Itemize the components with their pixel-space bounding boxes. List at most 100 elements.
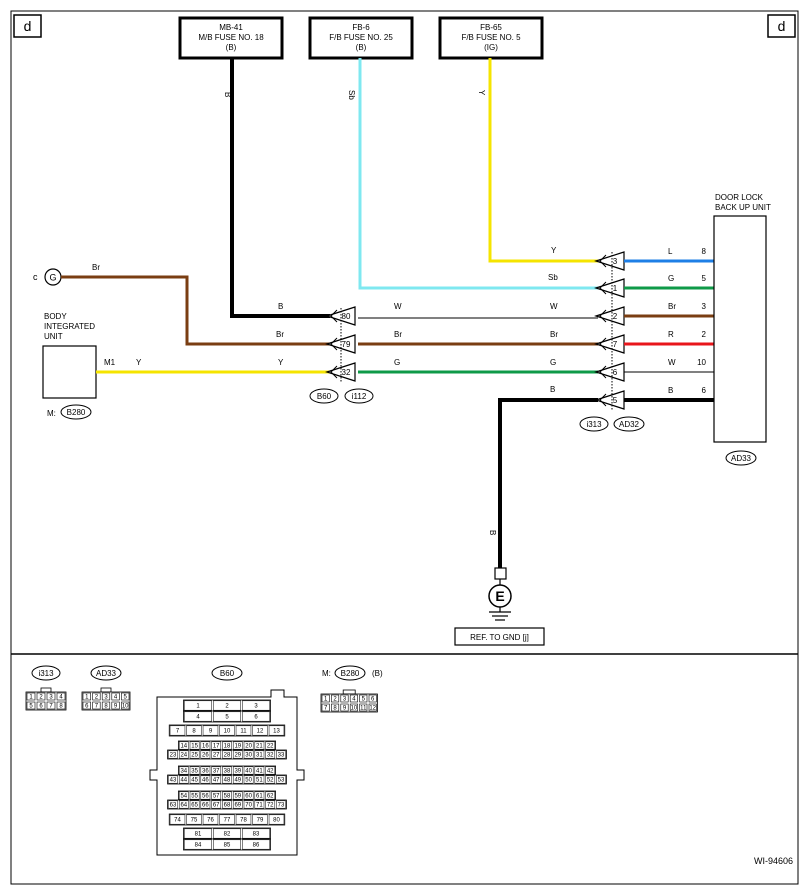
legend-b60-pin: 6 [254, 715, 258, 721]
legend-b60-pin: 18 [224, 744, 231, 750]
legend-b60-pin: 83 [253, 832, 260, 838]
wire-label-fuse1: B [223, 92, 232, 97]
g-symbol-label: G [49, 273, 56, 283]
legend-b60-pin: 77 [224, 818, 231, 824]
connector-i313-pin-6-pin-label: 6 [613, 368, 618, 377]
ground-ref-label: REF. TO GND [j] [470, 633, 529, 642]
legend-connector-b280-pin: 3 [343, 697, 347, 703]
legend-b60-pin: 81 [195, 832, 202, 838]
legend-b60-pin: 57 [213, 794, 220, 800]
wire-door-color-label: Br [668, 302, 676, 311]
wire-label-g-mid1: G [394, 358, 400, 367]
legend-connector-i313-pin: 4 [59, 695, 63, 701]
legend-b60-pin: 48 [224, 778, 231, 784]
legend-b60-pin: 37 [213, 769, 220, 775]
legend-b60-pin: 23 [170, 753, 177, 759]
legend-b60-pin: 31 [256, 753, 263, 759]
legend-b60-pin: 10 [224, 729, 231, 735]
legend-b60-pin: 28 [224, 753, 231, 759]
legend-b60-pin: 39 [234, 769, 241, 775]
wire-label-y-left: Y [136, 358, 142, 367]
legend-b60-pin: 14 [180, 744, 187, 750]
legend-b60-pin: 11 [240, 729, 247, 735]
fuse-box-fb6: FB-6 F/B FUSE NO. 25 (B) [308, 16, 414, 60]
connector-i313-pin-5-pin-label: 5 [613, 396, 618, 405]
wire-door-color-label: G [668, 274, 674, 283]
legend-connector-ad33-pin: 5 [124, 695, 128, 701]
legend-connector-i313-pin: 1 [29, 695, 33, 701]
legend-connector-ad33-pin: 3 [104, 695, 108, 701]
legend-b60-pin: 55 [191, 794, 198, 800]
body-unit-label-1: BODY [44, 312, 67, 321]
legend-connector-ad33-pin: 10 [122, 704, 129, 710]
legend-b60-pin: 82 [224, 832, 231, 838]
legend-b60-pin: 20 [245, 744, 252, 750]
outer-frame [10, 10, 799, 885]
svg-text:(B): (B) [226, 43, 237, 52]
legend-b60-pin: 43 [170, 778, 177, 784]
body-integrated-unit-box [42, 345, 97, 399]
legend-b60-pin: 53 [278, 778, 285, 784]
legend-connector-b280-pin: 7 [324, 706, 328, 712]
wire-door-pin-label: 8 [702, 247, 707, 256]
wire-label-y-b60: Y [278, 358, 284, 367]
legend-tag-b280 [334, 665, 366, 681]
c-label: c [33, 272, 38, 282]
wire-door-pin-label: 6 [702, 386, 707, 395]
wire-fuse1-black [230, 58, 330, 318]
legend-connector-ad33-pin: 7 [95, 704, 99, 710]
legend-b60-pin: 16 [202, 744, 209, 750]
svg-text:MB-41: MB-41 [219, 23, 243, 32]
connector-tag-i112 [344, 388, 374, 404]
corner-marker-right-label: d [778, 18, 786, 34]
legend-b60-pin: 52 [267, 778, 274, 784]
legend-b60-pin: 63 [170, 803, 177, 809]
ground-e-label: E [495, 588, 504, 604]
legend-tag-b60 [211, 665, 243, 681]
fuse-box-mb41: MB-41 M/B FUSE NO. 18 (B) [178, 16, 284, 60]
legend-b60-pin: 45 [191, 778, 198, 784]
ground-ref-box [454, 627, 545, 646]
svg-text:i313: i313 [586, 420, 602, 429]
svg-text:FB-65: FB-65 [480, 23, 502, 32]
legend-b60-row: 81 82 83 [183, 827, 271, 840]
legend-b60-pin: 27 [213, 753, 220, 759]
legend-b60-pin: 50 [245, 778, 252, 784]
wire-label-fuse2: Sb [347, 90, 356, 100]
connector-tag-b280 [60, 404, 92, 420]
legend-connector-b280-pin: 1 [324, 697, 328, 703]
legend-b60-pin: 49 [234, 778, 241, 784]
legend-connector-b280-pin: 11 [360, 706, 367, 712]
wire-label-c: Br [92, 263, 100, 272]
legend-b60-pin: 42 [267, 769, 274, 775]
legend-b60-pin: 46 [202, 778, 209, 784]
legend-b60-pin: 5 [225, 715, 229, 721]
connector-b60-pin-80-pin-label: 80 [342, 312, 351, 321]
wire-label-b-low: B [550, 385, 555, 394]
legend-b60-pin: 44 [180, 778, 187, 784]
wire-label-w-mid2: W [550, 302, 558, 311]
ground-terminal [494, 567, 507, 580]
legend-connector-ad33-pin: 9 [114, 704, 118, 710]
legend-connector-b280-pin: 9 [343, 706, 347, 712]
legend-b60-pin: 54 [180, 794, 187, 800]
legend-b60-pin: 32 [267, 753, 274, 759]
legend-b60-pin: 79 [257, 818, 264, 824]
legend-b60-pin: 68 [224, 803, 231, 809]
legend-b60-pin: 4 [196, 715, 200, 721]
legend-b60-pin: 7 [176, 729, 180, 735]
wire-door-color-label: R [668, 330, 674, 339]
connector-tag-ad32 [613, 416, 645, 432]
connector-i313-pin-3-pin-label: 3 [613, 257, 618, 266]
connector-i313-pin-6: 6 [594, 362, 625, 382]
legend-b60-pin: 29 [234, 753, 241, 759]
legend-b60-pin: 8 [192, 729, 196, 735]
svg-text:B60: B60 [317, 392, 332, 401]
